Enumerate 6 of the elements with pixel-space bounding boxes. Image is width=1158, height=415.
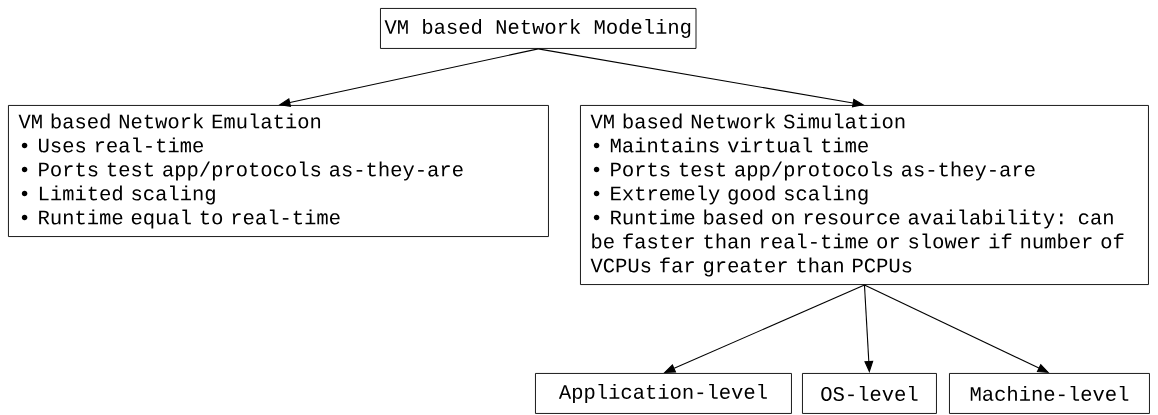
label-box: Application-level [535,373,792,414]
label-box: OS-level [802,373,937,414]
text-box: VM based Network Simulation • Maintains virtual time • Ports test app/protocols as-they-are • Extremely good scaling • Runtime based on resource availability: can be faster than real-time or slower if number of VCPUs far greater than PCPUs [580,105,1149,285]
text-box: VM based Network Emulation • Uses real-time • Ports test app/protocols as-they-are • Limited scaling • Runtime equal to real-time [8,105,549,237]
label-box: Machine-level [949,373,1150,414]
heading-box: VM based Network Modeling [380,8,697,49]
